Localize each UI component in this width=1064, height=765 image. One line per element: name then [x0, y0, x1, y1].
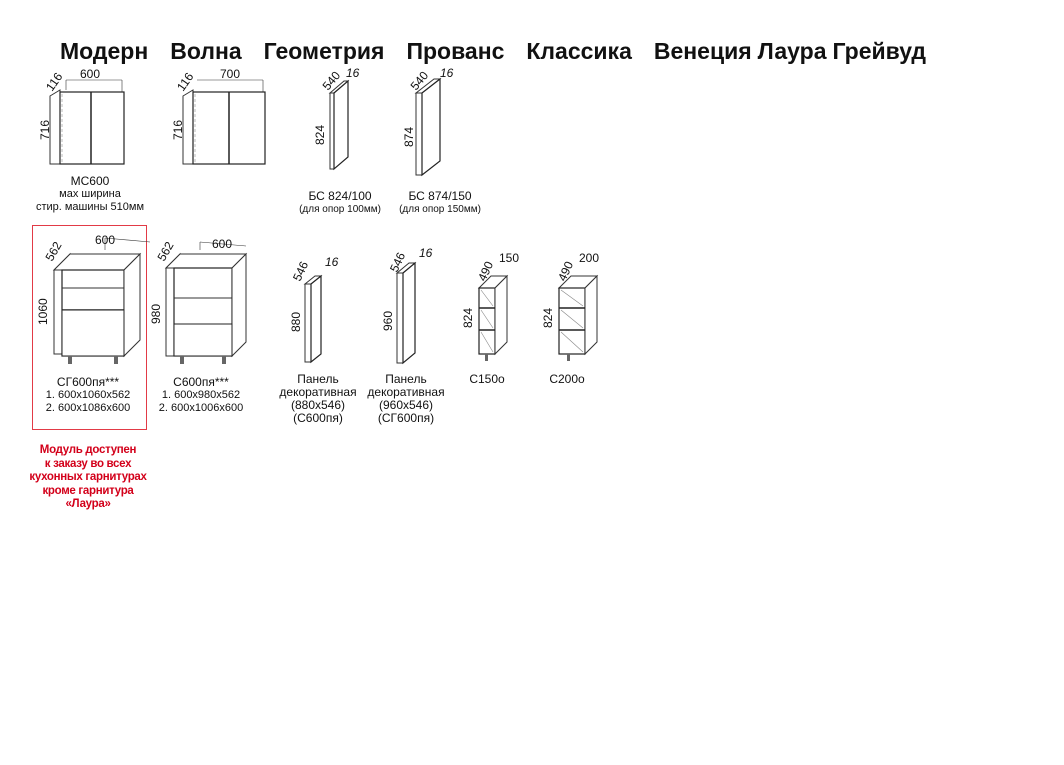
item-label-panel-960: Панель декоративная (960х546) (СГ600пя): [367, 372, 445, 425]
svg-text:150: 150: [499, 251, 519, 265]
collection-name: Волна: [170, 38, 242, 64]
collection-name: Геометрия: [263, 38, 385, 64]
svg-text:600: 600: [95, 233, 115, 247]
collection-name: Венеция: [653, 38, 752, 64]
highlight-frame: [32, 225, 147, 430]
svg-text:716: 716: [171, 120, 185, 140]
svg-text:546: 546: [290, 259, 311, 283]
panel-drawing-bs874: 540 16 874: [402, 66, 454, 177]
svg-text:562: 562: [154, 239, 176, 264]
svg-text:824: 824: [313, 125, 327, 145]
collection-name: Лаура: [757, 38, 827, 64]
svg-text:880: 880: [289, 312, 303, 332]
svg-text:700: 700: [220, 67, 240, 81]
svg-text:200: 200: [579, 251, 599, 265]
svg-text:562: 562: [42, 239, 64, 264]
item-label-c200o: С200о: [549, 372, 585, 386]
item-label-sg600: СГ600пя*** 1. 600х1060х562 2. 600х1086х6…: [45, 375, 131, 415]
panel-drawing-960: 546 16 960: [381, 246, 433, 365]
collection-name: Классика: [526, 38, 632, 64]
item-label-c600: С600пя*** 1. 600х980х562 2. 600х1006х600: [158, 375, 244, 415]
item-label-panel-880: Панель декоративная (880х546) (С600пя): [279, 372, 357, 425]
panel-drawing-bs824: 540 16 824: [313, 66, 360, 171]
svg-text:824: 824: [461, 308, 475, 328]
svg-text:980: 980: [149, 304, 163, 324]
cabinet-drawing-mc600: 600 116 716: [38, 67, 125, 165]
item-label-bs824: БС 824/100 (для опор 100мм): [299, 189, 381, 216]
collection-name: Модерн: [60, 38, 149, 64]
svg-text:874: 874: [402, 127, 416, 147]
svg-text:960: 960: [381, 311, 395, 331]
collection-header: Модерн Волна Геометрия Прованс Классика …: [60, 38, 948, 65]
cabinet-drawing-c150o: 150 490 824: [461, 251, 519, 361]
item-label-mc600: МС600 мах ширина стир. машины 510мм: [35, 174, 145, 214]
cabinet-drawing-700: 700 116 716: [171, 67, 266, 165]
svg-text:600: 600: [212, 237, 232, 251]
svg-text:116: 116: [43, 70, 66, 94]
svg-text:824: 824: [541, 308, 555, 328]
svg-text:16: 16: [440, 66, 454, 80]
cabinet-drawing-c200o: 200 490 824: [541, 251, 599, 361]
item-label-c150o: С150о: [469, 372, 505, 386]
svg-text:16: 16: [325, 255, 339, 269]
svg-text:716: 716: [38, 120, 52, 140]
cabinet-drawing-c600: 600 562 980: [149, 237, 248, 364]
collection-name: Грейвуд: [832, 38, 927, 64]
availability-note: Модуль доступен к заказу во всех кухонны…: [29, 444, 147, 510]
panel-drawing-880: 546 16 880: [289, 255, 339, 364]
svg-text:1060: 1060: [36, 298, 50, 325]
collection-name: Прованс: [406, 38, 505, 64]
svg-text:16: 16: [419, 246, 433, 260]
cabinet-drawing-sg600: 600 562 1060: [36, 233, 151, 364]
svg-text:600: 600: [80, 67, 100, 81]
item-label-bs874: БС 874/150 (для опор 150мм): [399, 189, 481, 216]
svg-text:16: 16: [346, 66, 360, 80]
